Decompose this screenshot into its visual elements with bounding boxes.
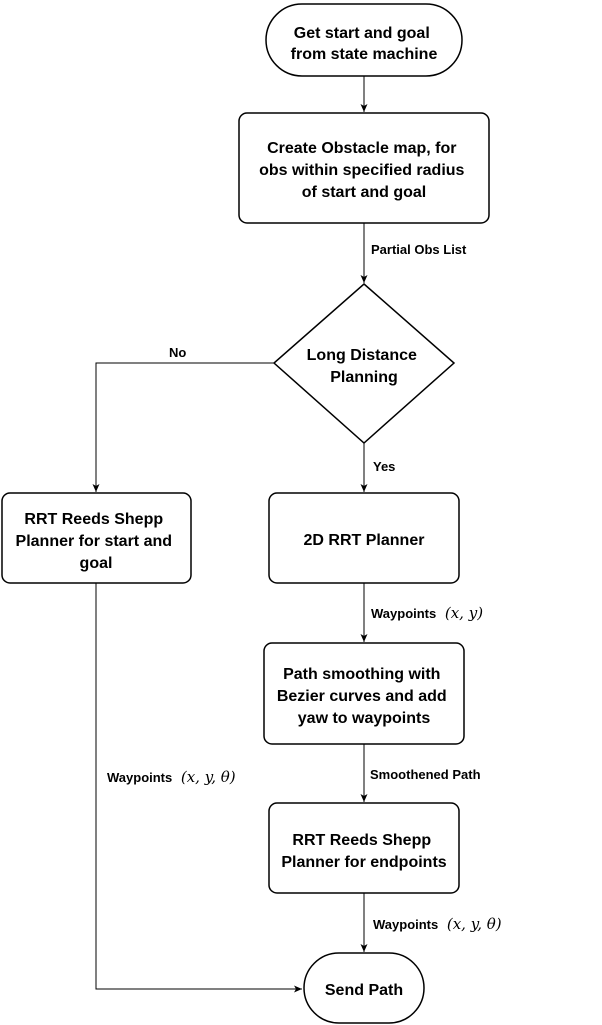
waypoints-xytheta-right-text: Waypoints bbox=[373, 917, 438, 932]
decision-line-1: Long Distance bbox=[307, 347, 417, 364]
svg-text:Long Distance Planning: Long Distance Planning bbox=[307, 347, 422, 386]
rrt-endpoints-line-1: RRT Reeds Shepp bbox=[292, 832, 431, 849]
edge-label-partial-obs-list: Partial Obs List bbox=[371, 242, 467, 257]
waypoints-xytheta-right-math: (x, y, θ) bbox=[447, 915, 502, 933]
rrt-reeds-shepp-start-goal-node: RRT Reeds Shepp Planner for start and go… bbox=[1, 492, 192, 584]
waypoints-xy-math: (x, y) bbox=[445, 604, 483, 622]
rrt-start-goal-line-2: Planner for start and bbox=[16, 533, 172, 550]
rrt-start-goal-line-3: goal bbox=[80, 555, 113, 572]
rrt-reeds-shepp-endpoints-node: RRT Reeds Shepp Planner for endpoints bbox=[268, 802, 460, 894]
svg-text:RRT Reeds Shepp Planner: RRT Reeds Shepp Planner for start and go… bbox=[16, 511, 177, 572]
obstacle-map-line-1: Create Obstacle map, for bbox=[267, 140, 456, 157]
path-smoothing-line-2: Bezier curves and add bbox=[277, 688, 447, 705]
start-node-line-2: from state machine bbox=[291, 46, 438, 63]
edge-label-waypoints-xytheta-left: Waypoints (x, y, θ) bbox=[107, 768, 236, 786]
obstacle-map-line-2: obs within specified radius bbox=[259, 162, 464, 179]
path-smoothing-node: Path smoothing with Bezier curves and ad… bbox=[263, 642, 465, 745]
svg-text:2D RRT Planner: 2D RRT Planner bbox=[304, 532, 425, 549]
edge-label-no: No bbox=[169, 345, 186, 360]
start-node: Get start and goal from state machine bbox=[265, 3, 463, 77]
path-smoothing-line-3: yaw to waypoints bbox=[298, 710, 431, 727]
edge-left-planner-to-send-path bbox=[95, 583, 302, 993]
obstacle-map-line-3: of start and goal bbox=[302, 184, 426, 201]
svg-text:Path smoothing with Bezi: Path smoothing with Bezier curves and ad… bbox=[277, 666, 451, 727]
svg-text:Send Path: Send Path bbox=[325, 982, 403, 999]
decision-line-2: Planning bbox=[330, 369, 398, 386]
start-node-line-1: Get start and goal bbox=[294, 25, 430, 42]
rrt-2d-planner-node: 2D RRT Planner bbox=[268, 492, 460, 584]
waypoints-xy-text: Waypoints bbox=[371, 606, 436, 621]
waypoints-xytheta-left-math: (x, y, θ) bbox=[181, 768, 236, 786]
waypoints-xytheta-left-text: Waypoints bbox=[107, 770, 172, 785]
edge-label-waypoints-xy: Waypoints (x, y) bbox=[371, 604, 483, 622]
path-smoothing-line-1: Path smoothing with bbox=[283, 666, 440, 683]
svg-text:Get start and goal from: Get start and goal from state machine bbox=[291, 25, 438, 63]
edge-label-yes: Yes bbox=[373, 459, 395, 474]
send-path-line-1: Send Path bbox=[325, 982, 403, 999]
send-path-node: Send Path bbox=[303, 952, 425, 1024]
edge-decision-no bbox=[92, 362, 274, 492]
rrt-endpoints-line-2: Planner for endpoints bbox=[281, 854, 446, 871]
long-distance-planning-decision: Long Distance Planning bbox=[272, 283, 456, 445]
svg-text:Create Obstacle map, for: Create Obstacle map, for obs within spec… bbox=[259, 140, 469, 201]
rrt-start-goal-line-1: RRT Reeds Shepp bbox=[24, 511, 163, 528]
edge-label-waypoints-xytheta-right: Waypoints (x, y, θ) bbox=[373, 915, 502, 933]
obstacle-map-node: Create Obstacle map, for obs within spec… bbox=[238, 112, 490, 224]
svg-text:RRT Reeds Shepp Planner: RRT Reeds Shepp Planner for endpoints bbox=[281, 832, 446, 871]
rrt-2d-line-1: 2D RRT Planner bbox=[304, 532, 425, 549]
edge-label-smoothened-path: Smoothened Path bbox=[370, 767, 481, 782]
